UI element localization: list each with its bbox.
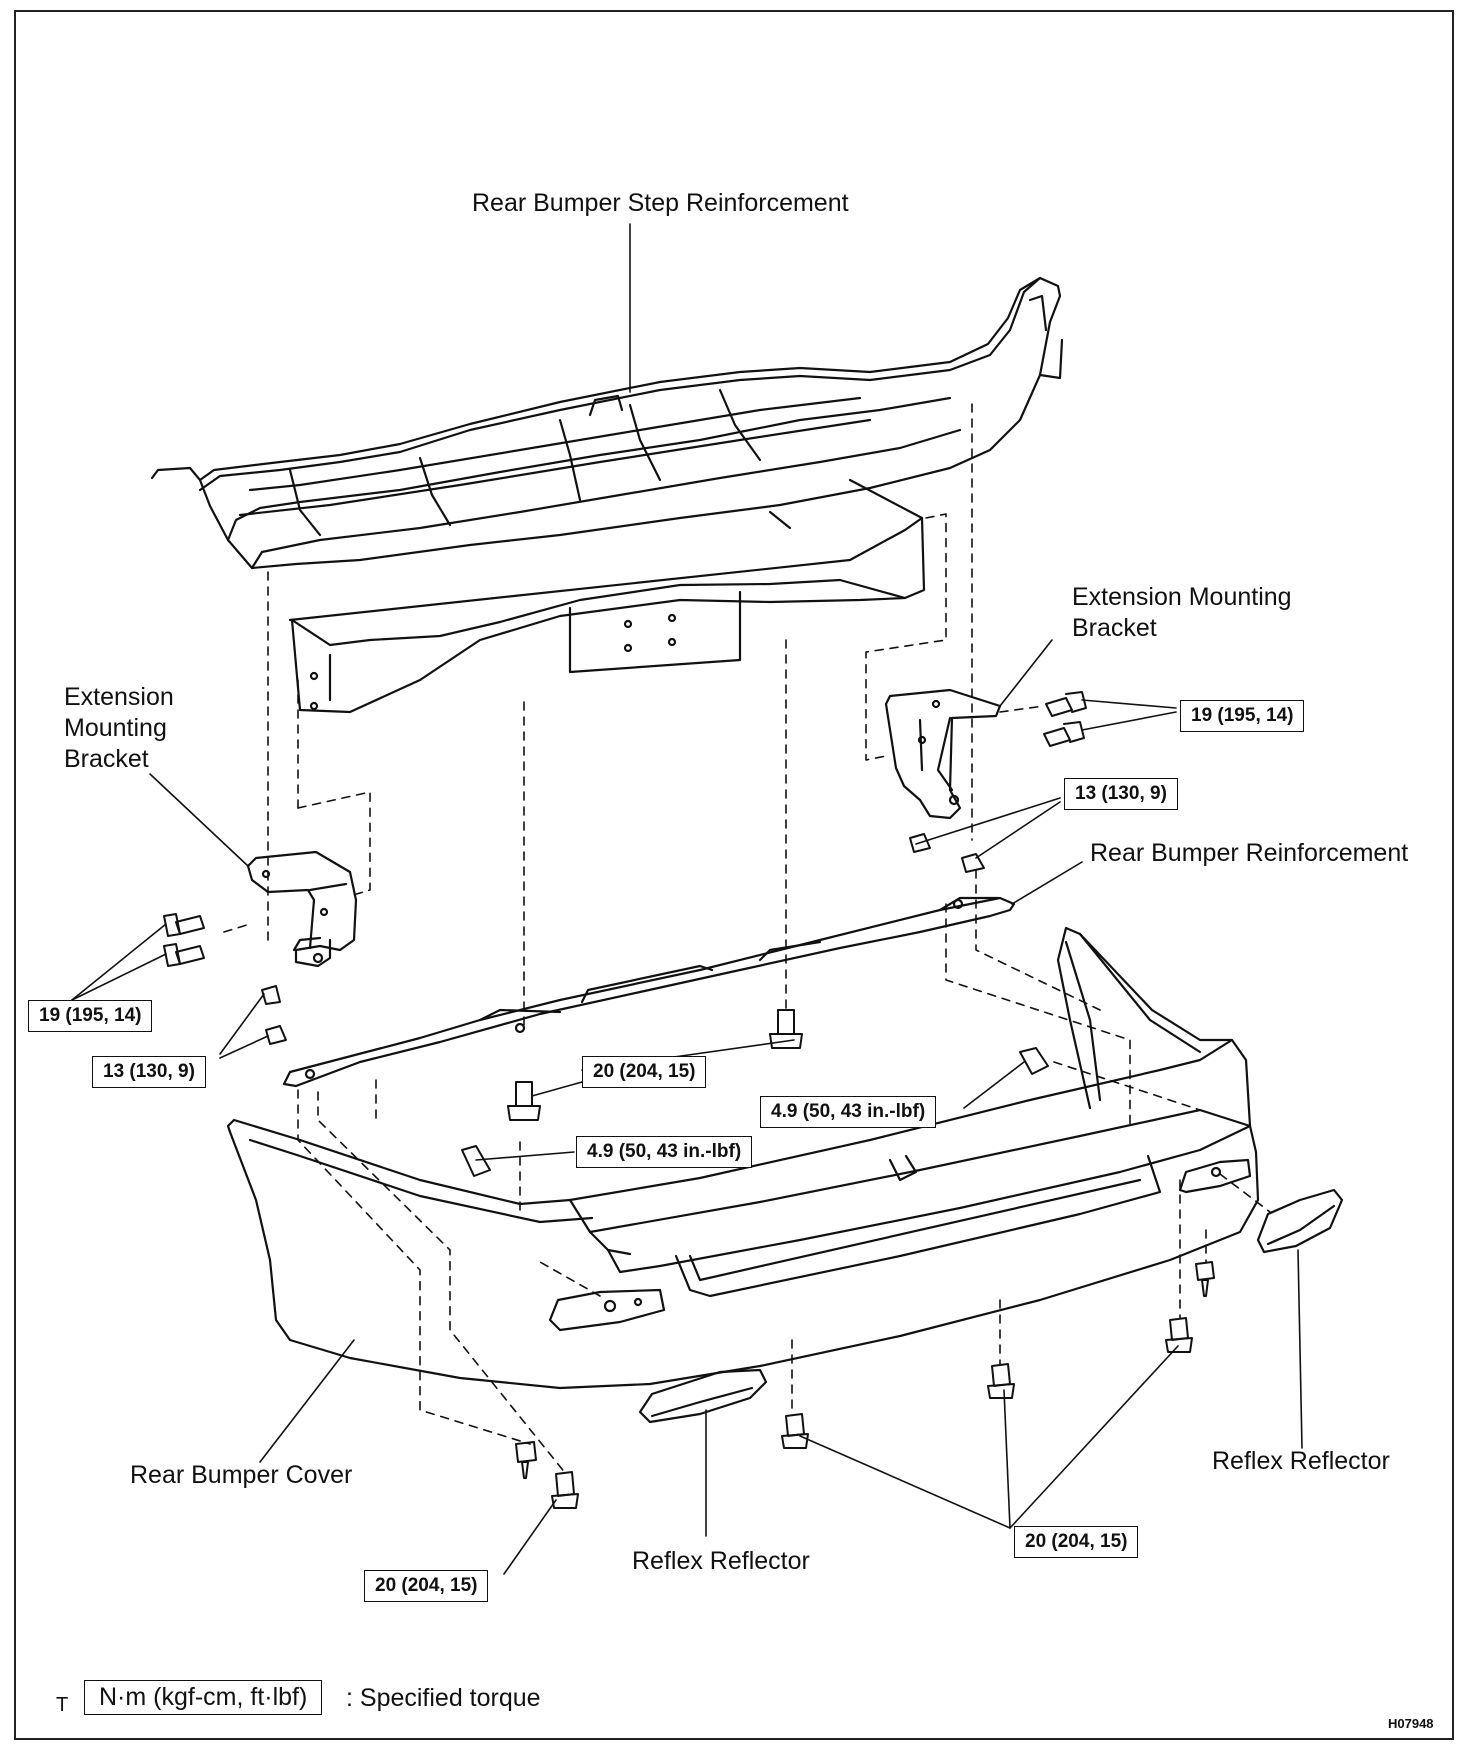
fastener-bolts — [163, 691, 1215, 1509]
label-ext-bracket-left-1: Extension — [64, 683, 174, 711]
leader-lines — [71, 223, 1303, 1575]
reflex-reflector-right-part — [1256, 1188, 1344, 1254]
label-reflex-reflector-right: Reflex Reflector — [1212, 1447, 1390, 1475]
torque-bottom-right: 20 (204, 15) — [1014, 1526, 1139, 1558]
label-rear-reinforcement: Rear Bumper Reinforcement — [1090, 839, 1409, 867]
reflex-reflector-left-part — [638, 1368, 768, 1424]
torque-right-clip: 4.9 (50, 43 in.-lbf) — [760, 1096, 937, 1128]
figure-code: H07948 — [1388, 1716, 1434, 1731]
torque-right-nuts: 13 (130, 9) — [1064, 778, 1178, 810]
legend-unit-box: N·m (kgf-cm, ft·lbf) — [84, 1680, 323, 1715]
label-step-reinforcement: Rear Bumper Step Reinforcement — [472, 189, 849, 217]
torque-center-bolts: 20 (204, 15) — [582, 1056, 707, 1088]
rear-bumper-reinforcement-part — [282, 896, 1016, 1088]
label-ext-bracket-right-1: Extension Mounting — [1072, 583, 1292, 611]
label-ext-bracket-left-3: Bracket — [64, 745, 149, 773]
torque-bottom-left: 20 (204, 15) — [364, 1570, 489, 1602]
torque-left-nuts: 13 (130, 9) — [92, 1056, 206, 1088]
legend-text: : Specified torque — [346, 1684, 541, 1712]
extension-bracket-left-part — [246, 850, 358, 968]
body-frame-member — [288, 478, 926, 714]
torque-left-bolts: 19 (195, 14) — [28, 1000, 153, 1032]
diagram-frame — [14, 10, 1454, 1740]
label-bumper-cover: Rear Bumper Cover — [130, 1461, 353, 1489]
torque-right-bolts: 19 (195, 14) — [1180, 700, 1305, 732]
torque-left-clip: 4.9 (50, 43 in.-lbf) — [576, 1136, 753, 1168]
label-ext-bracket-right-2: Bracket — [1072, 614, 1157, 642]
rear-bumper-cover-part — [226, 926, 1260, 1390]
step-reinforcement-part — [150, 276, 1064, 570]
torque-marker: T — [56, 1694, 69, 1716]
alignment-dashed-lines — [223, 403, 1271, 1475]
label-reflex-reflector-left: Reflex Reflector — [632, 1547, 810, 1575]
label-ext-bracket-left-2: Mounting — [64, 714, 167, 742]
extension-bracket-right-part — [884, 688, 1002, 820]
